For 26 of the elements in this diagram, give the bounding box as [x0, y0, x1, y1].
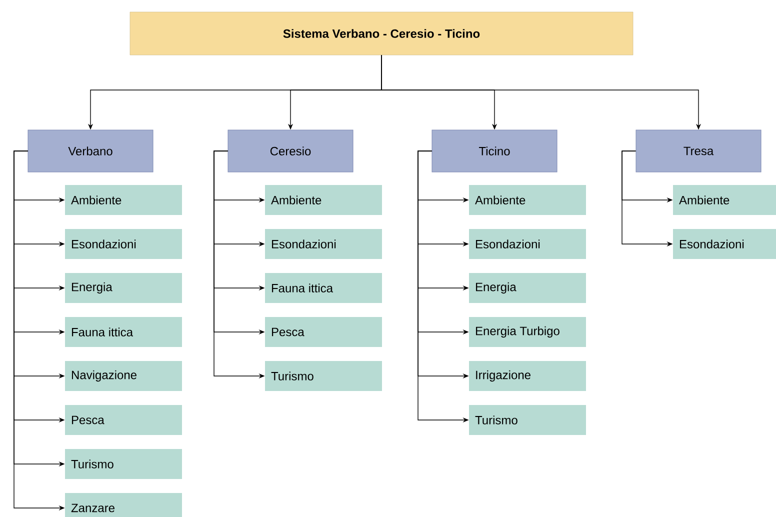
topic-box: Turismo — [265, 361, 382, 391]
topic-box: Ambiente — [469, 185, 586, 215]
topic-box: Turismo — [65, 449, 182, 479]
category-box: Ticino — [432, 130, 558, 172]
topic-box: Energia — [469, 273, 586, 303]
topic-box: Turismo — [469, 405, 586, 435]
category-box: Tresa — [636, 130, 762, 172]
topic-box: Ambiente — [65, 185, 182, 215]
topic-box: Fauna ittica — [265, 273, 382, 303]
category-box: Ceresio — [228, 130, 354, 172]
topic-box: Irrigazione — [469, 361, 586, 391]
topic-box: Energia Turbigo — [469, 317, 586, 347]
topic-box: Esondazioni — [469, 229, 586, 259]
topic-box: Fauna ittica — [65, 317, 182, 347]
topic-box: Pesca — [65, 405, 182, 435]
category-box: Verbano — [28, 130, 154, 172]
topic-box: Esondazioni — [265, 229, 382, 259]
topic-box: Ambiente — [265, 185, 382, 215]
topic-box: Zanzare — [65, 493, 182, 517]
title-box: Sistema Verbano - Ceresio - Ticino — [130, 12, 634, 56]
topic-box: Esondazioni — [65, 229, 182, 259]
topic-box: Pesca — [265, 317, 382, 347]
topic-box: Navigazione — [65, 361, 182, 391]
topic-box: Ambiente — [673, 185, 776, 215]
topic-box: Esondazioni — [673, 229, 776, 259]
topic-box: Energia — [65, 273, 182, 303]
